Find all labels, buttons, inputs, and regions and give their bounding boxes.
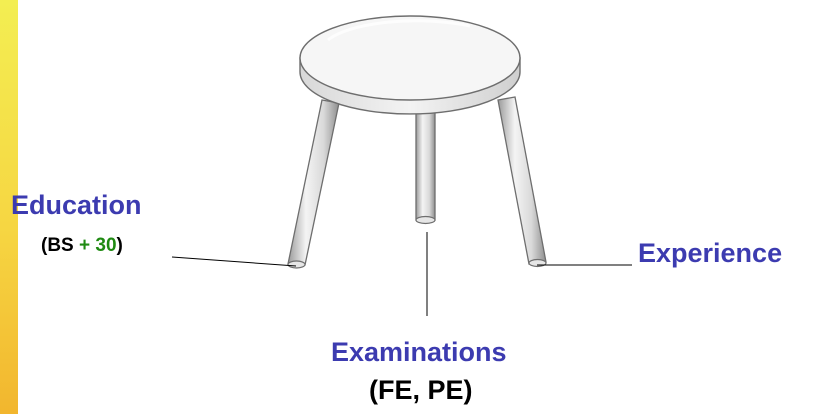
education-detail-close: ) xyxy=(116,235,123,256)
stool-leg-right xyxy=(497,96,547,268)
examinations-detail: (FE, PE) xyxy=(369,375,473,405)
education-detail-number: 30 xyxy=(95,235,117,256)
experience-label: Experience xyxy=(638,238,783,268)
education-detail-open: (BS xyxy=(41,235,79,256)
examinations-label: Examinations xyxy=(331,337,507,367)
stool-leg-middle xyxy=(415,107,436,225)
connector-education xyxy=(171,256,297,267)
education-detail-plus: + xyxy=(79,235,96,256)
education-label: Education xyxy=(11,190,142,220)
stool-leg-left xyxy=(287,99,340,269)
stool-seat xyxy=(299,15,521,115)
yellow-side-bar xyxy=(0,0,18,414)
education-detail: (BS + 30) xyxy=(41,235,123,257)
